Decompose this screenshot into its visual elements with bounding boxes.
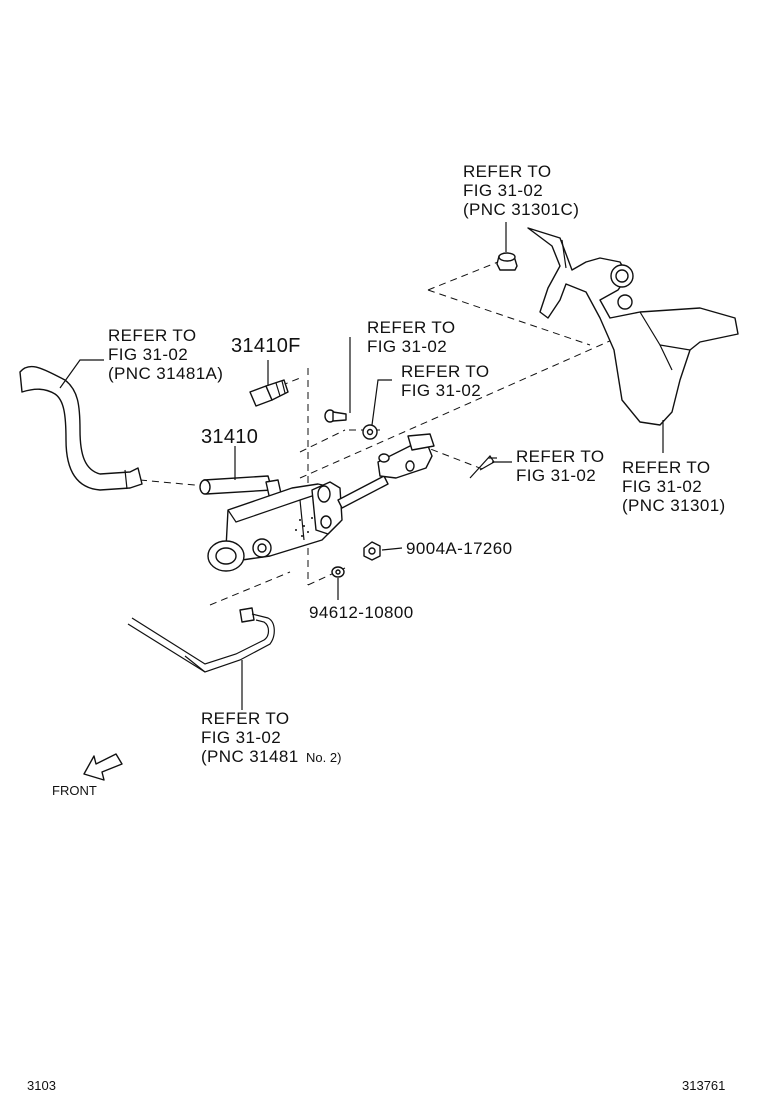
label-line: FIG 31-02	[622, 477, 702, 496]
callout-washer-ref: REFER TO FIG 31-02	[401, 362, 490, 400]
part-number-washer: 94612-10800	[309, 603, 414, 622]
label-line: REFER TO	[622, 458, 711, 477]
dashed-guide-lines	[139, 261, 613, 606]
label-line: FIG 31-02	[367, 337, 447, 356]
pedal-bushing	[496, 252, 518, 271]
callout-hose: REFER TO FIG 31-02 (PNC 31481A)	[108, 326, 223, 383]
label-line: REFER TO	[201, 709, 290, 728]
label-line: FIG 31-02	[401, 381, 481, 400]
callout-pedal-bushing: REFER TO FIG 31-02 (PNC 31301C)	[463, 162, 579, 219]
part-number-master-cylinder: 31410	[201, 426, 258, 448]
callout-pin: REFER TO FIG 31-02	[516, 447, 605, 485]
label-line: (PNC 31301)	[622, 496, 726, 515]
clevis-bolt	[324, 409, 347, 423]
callout-tube: REFER TO FIG 31-02 (PNC 31481 No. 2)	[201, 709, 341, 766]
label-line: FIG 31-02	[516, 466, 596, 485]
washer	[331, 566, 345, 578]
label-line: (PNC 31481A)	[108, 364, 223, 383]
union-bolt	[249, 379, 289, 407]
label-line: REFER TO	[108, 326, 197, 345]
label-line: REFER TO	[401, 362, 490, 381]
label-line: FIG 31-02	[463, 181, 543, 200]
clutch-pedal	[527, 227, 739, 426]
part-number-union-bolt: 31410F	[231, 335, 301, 357]
label-line: REFER TO	[516, 447, 605, 466]
label-line: FIG 31-02	[108, 345, 188, 364]
footer-illustration-id: 313761	[682, 1078, 725, 1093]
label-line: (PNC 31481	[201, 747, 299, 766]
label-line: REFER TO	[367, 318, 456, 337]
clevis-washer	[362, 424, 378, 440]
callout-pedal: REFER TO FIG 31-02 (PNC 31301)	[622, 458, 726, 515]
nut	[363, 541, 381, 561]
callout-bolt: REFER TO FIG 31-02	[367, 318, 456, 356]
callout-leaders	[59, 222, 664, 710]
clevis-clip	[469, 455, 497, 479]
label-line: (PNC 31301C)	[463, 200, 579, 219]
front-label: FRONT	[52, 783, 97, 798]
label-line: REFER TO	[463, 162, 552, 181]
reservoir-hose	[19, 365, 143, 491]
part-number-nut: 9004A-17260	[406, 539, 513, 558]
front-arrow-icon	[83, 753, 123, 781]
clutch-master-cylinder	[199, 433, 435, 572]
footer-figure-number: 3103	[27, 1078, 56, 1093]
label-line-suffix: No. 2)	[306, 750, 341, 765]
label-line: FIG 31-02	[201, 728, 281, 747]
clutch-tube	[127, 607, 275, 673]
